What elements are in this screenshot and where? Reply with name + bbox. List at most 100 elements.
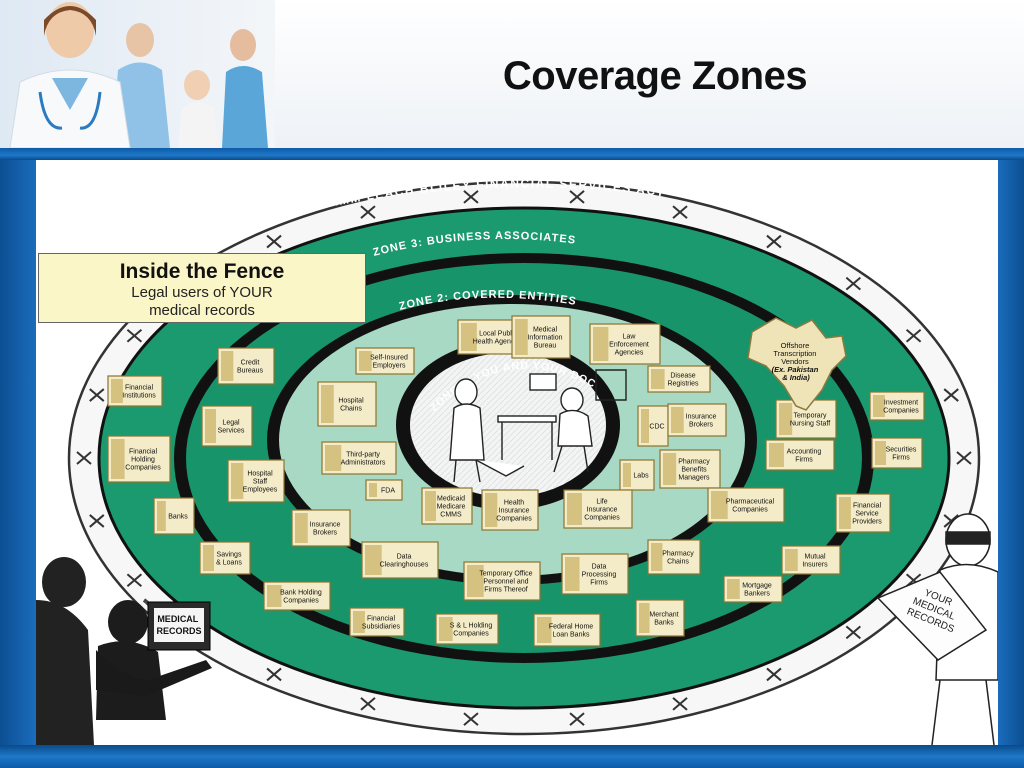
offshore-label: Offshore Transcription Vendors (Ex. Paki… (772, 341, 821, 382)
entity-label: Labs (633, 473, 649, 480)
barb (672, 205, 688, 219)
india-map: Offshore Transcription Vendors (Ex. Paki… (747, 317, 847, 411)
barb (569, 712, 585, 726)
barb (266, 234, 282, 249)
callout-heading: Inside the Fence (119, 260, 285, 283)
callout-line-2: medical records (149, 302, 255, 319)
barb (845, 276, 861, 291)
barb (360, 205, 376, 219)
medical-staff-illustration (9, 2, 268, 148)
entity-label: Savings& Loans (216, 552, 242, 567)
hackers-illustration: MEDICAL RECORDS (36, 557, 212, 745)
medical-staff-photo (0, 0, 275, 148)
doctor-and-patient-illustration (449, 369, 627, 483)
coverage-zones-diagram: ZONE 4: GRAMM LEACH BLILEY FINANCIAL SER… (31, 151, 999, 746)
zone2-entity-box: Labs (619, 459, 655, 491)
footer-blue-band (0, 745, 1024, 768)
left-blue-border (0, 160, 36, 745)
barb (463, 712, 479, 726)
zone4-entity-box: Banks (153, 497, 195, 535)
barb (943, 388, 959, 402)
barb (672, 697, 688, 711)
zone3-entity-box: Savings& Loans (199, 541, 251, 575)
barb (266, 667, 282, 682)
barb (569, 190, 585, 204)
barb (463, 190, 479, 204)
barb (845, 625, 861, 640)
barb (360, 697, 376, 711)
barb (126, 329, 143, 343)
thief-illustration: YOUR MEDICAL RECORDS (876, 513, 999, 746)
entity-label: FDA (381, 488, 395, 495)
barb (89, 388, 105, 402)
entity-label: Banks (168, 514, 188, 521)
zone2-entity-box: FDA (365, 479, 403, 501)
right-blue-border (998, 160, 1024, 745)
inside-the-fence-callout: Inside the Fence Legal users of YOUR med… (38, 253, 366, 323)
barb (766, 234, 782, 249)
slide-header: Coverage Zones (0, 0, 1024, 148)
barb (956, 451, 972, 465)
barb (89, 514, 105, 528)
callout-line-1: Legal users of YOUR (131, 284, 273, 301)
monitor-label: MEDICAL RECORDS (156, 614, 201, 636)
